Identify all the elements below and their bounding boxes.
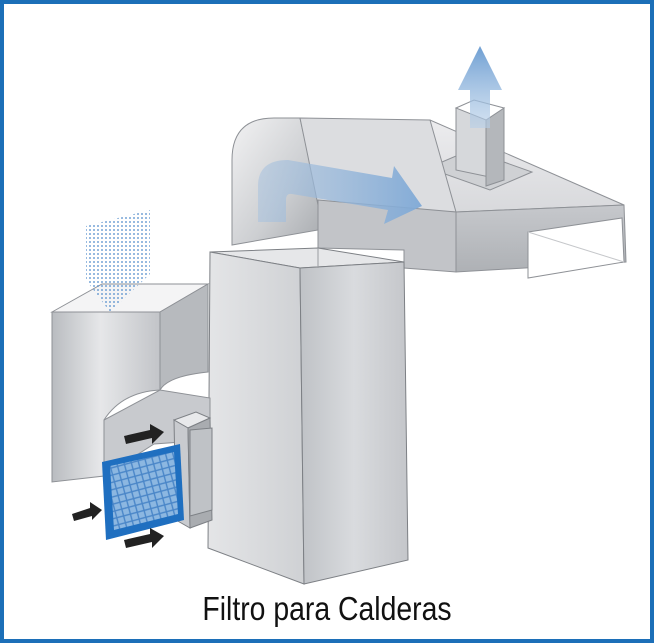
diagram-caption: Filtro para Calderas xyxy=(202,590,452,627)
furnace-cabinet xyxy=(207,247,409,585)
intake-airflow-dots xyxy=(86,210,150,312)
up-arrow-icon xyxy=(458,46,502,128)
curved-arrow-icon xyxy=(258,160,422,224)
furnace-filter xyxy=(102,444,184,540)
right-arrow-icon xyxy=(72,424,164,548)
exhaust-stack xyxy=(426,99,534,191)
